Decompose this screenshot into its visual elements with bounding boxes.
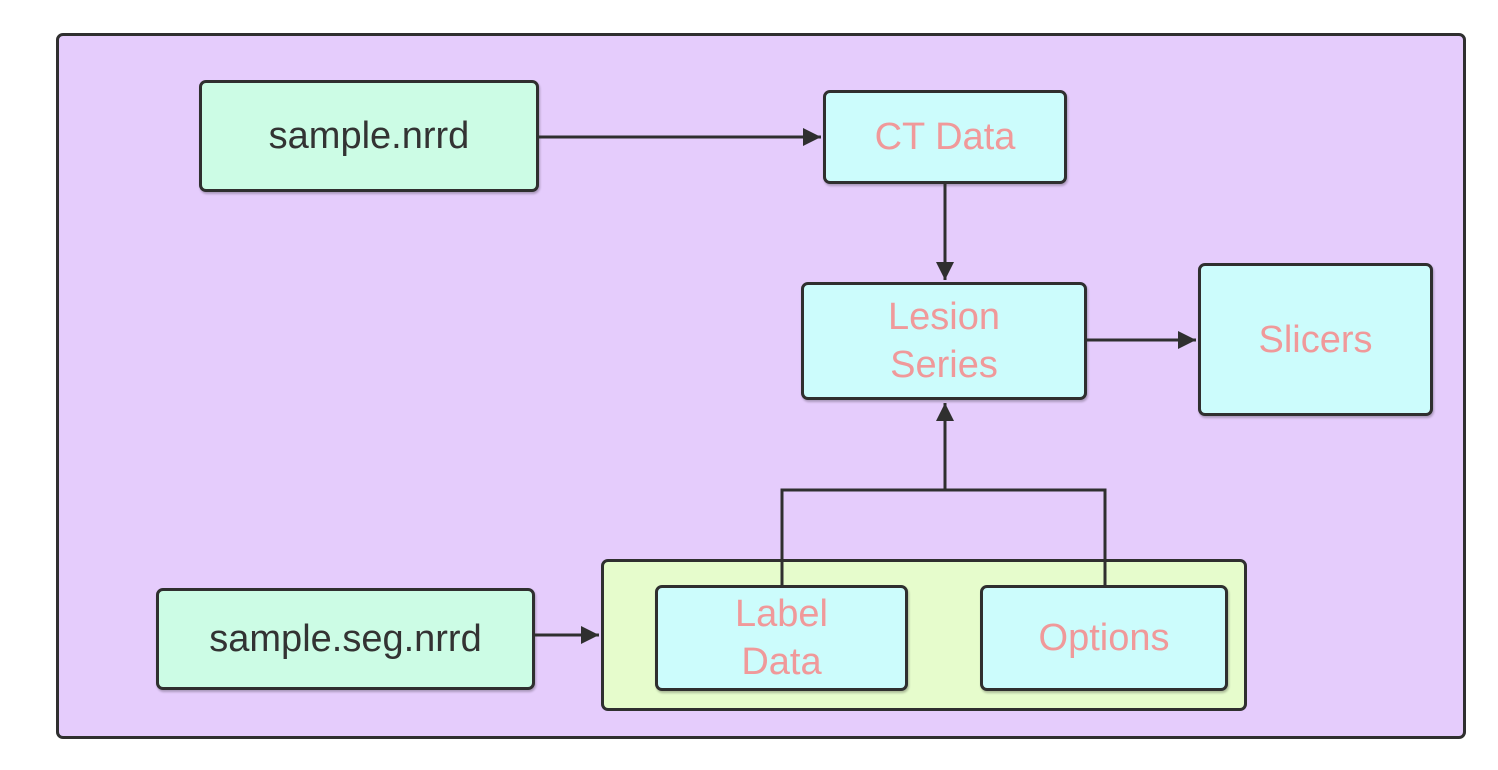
node-sample-nrrd: sample.nrrd (199, 80, 539, 192)
node-slicers: Slicers (1198, 263, 1433, 416)
node-ct-data-label: CT Data (874, 116, 1016, 158)
node-options-label: Options (1038, 617, 1170, 659)
node-sample-seg-nrrd-label: sample.seg.nrrd (209, 618, 482, 660)
node-ct-data: CT Data (823, 90, 1067, 184)
node-sample-nrrd-label: sample.nrrd (268, 115, 470, 157)
node-sample-seg-nrrd: sample.seg.nrrd (156, 588, 535, 690)
node-label-data-label: Label Data (735, 593, 828, 683)
node-slicers-label: Slicers (1258, 318, 1373, 361)
node-lesion-series-label: Lesion Series (888, 296, 1000, 386)
node-label-data: Label Data (655, 585, 908, 691)
node-options: Options (980, 585, 1228, 691)
node-lesion-series: Lesion Series (801, 282, 1087, 400)
